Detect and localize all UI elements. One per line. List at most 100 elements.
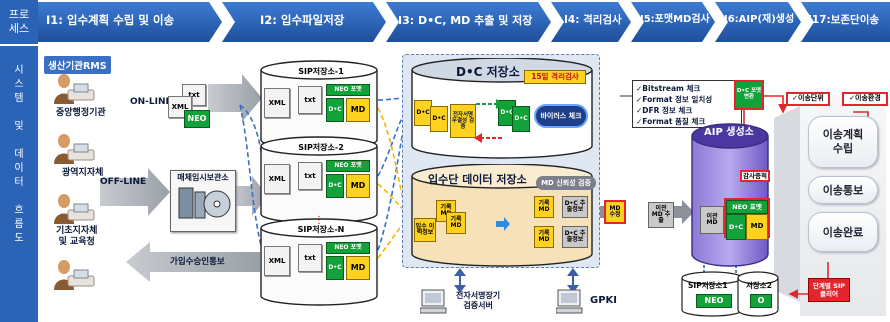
svg-text:⋮: ⋮ — [314, 215, 324, 226]
aip-to-transfer-arrow — [774, 106, 800, 302]
md-record-4: 기록 MD — [534, 226, 554, 248]
sidebar-char: 도 — [14, 233, 24, 244]
sip1-dc: D•C — [326, 98, 344, 122]
format-convert-text: D•C 포맷변환 — [736, 88, 762, 100]
md-record-3: 기록 MD — [534, 196, 554, 218]
person-icon — [50, 72, 96, 104]
step-5-chevron — [631, 2, 715, 42]
md-store-title: 입수단 데이터 저장소 — [428, 173, 527, 186]
gpki-label: GPKI — [590, 295, 618, 306]
md-extract-arrow — [672, 200, 694, 224]
media-temp-box: 매체임시보관소 — [170, 170, 236, 232]
sipn-dc: D•C — [326, 256, 344, 280]
md-trust-badge: MD 신뢰성 검증 — [536, 176, 596, 190]
sip-store-1-title: SIP저장소-1 — [298, 67, 344, 76]
sip1-xml: XML — [264, 88, 290, 118]
transfer-md-extract: 이관 MD 추출 — [648, 202, 674, 228]
process-label-text: 프로 세스 — [8, 8, 30, 35]
sidebar-char: 름 — [14, 219, 24, 230]
sign-server-label: 전자서명장기 검증서버 — [456, 291, 501, 310]
return-label: 가입수승인통보 — [170, 257, 225, 267]
person-icon — [50, 192, 96, 224]
dc-store-title: D•C 저장소 — [456, 65, 520, 79]
sip2-md: MD — [346, 174, 370, 198]
sipn-txt: txt — [298, 244, 322, 272]
step-5-label: I5:포맷MD검사 — [640, 14, 710, 25]
aip-bottom-o: O — [750, 294, 772, 308]
person-icon — [50, 258, 96, 290]
sip-store-n-title: SIP저장소-N — [297, 225, 345, 234]
producer-local: 기초지자체 및 교육청 — [56, 226, 98, 247]
aip-neo-group: NEO 포맷 D•C MD — [724, 198, 770, 240]
signature-check: 전자서명 무결성 검증 — [450, 104, 476, 138]
producer-regional: 광역지자체 — [62, 168, 104, 178]
check-format-quality: ✓Format 품질 체크 — [636, 117, 706, 126]
media-icon — [178, 187, 231, 219]
check-bitstream: ✓Bitstream 체크 — [636, 84, 701, 93]
transfer-done-text: 이송완료 — [822, 226, 864, 239]
step-2-label: I2: 입수파일저장 — [260, 13, 345, 27]
step-3-chevron — [386, 2, 551, 42]
dc-inner-arrows — [474, 99, 504, 143]
step-4-label: I4: 격리검사 — [564, 14, 622, 26]
offline-label: OFF-LINE — [100, 177, 147, 187]
aip-cylinder — [691, 123, 769, 267]
sidebar-char: 및 — [14, 121, 24, 132]
virus-check: 바이러스 체크 — [534, 104, 588, 128]
producer-rms-title: 생산기관RMS — [44, 56, 111, 74]
sidebar-char: 템 — [14, 93, 24, 104]
md-record-2: 기록 MD — [446, 212, 466, 234]
sip2-neo: NEO 포맷 — [326, 160, 370, 172]
sipn-xml: XML — [264, 246, 290, 276]
transfer-notice-step: 이송통보 — [808, 176, 878, 204]
gpki-server-icon — [555, 288, 586, 314]
sipn-neo: NEO 포맷 — [326, 242, 370, 254]
return-arrow — [126, 242, 260, 282]
online-label: ON-LINE — [130, 97, 172, 107]
quarantine-badge: 15일 격리검사 — [524, 70, 586, 84]
transfer-plan-step: 이송계획 수립 — [808, 116, 878, 168]
step-7-chevron — [801, 2, 890, 42]
aip-md: MD — [746, 214, 768, 240]
signature-check-text: 전자서명 무결성 검증 — [451, 111, 475, 131]
aip-bottom-neo: NEO — [696, 294, 732, 308]
dc-doc-2: D•C — [430, 106, 448, 132]
sip1-txt: txt — [298, 86, 322, 114]
step-6-chevron — [715, 2, 801, 42]
sign-server-icon — [419, 288, 450, 314]
online-doc-neo: NEO — [184, 110, 210, 128]
media-temp-box-title: 매체임시보관소 — [177, 173, 229, 182]
check-format-consistency: ✓Format 정보 일치성 — [636, 95, 713, 104]
virus-check-text: 바이러스 체크 — [540, 111, 582, 120]
transfer-unit-tag: ✓이송단위 — [786, 92, 830, 106]
aip-transfer-md: 이관 MD — [700, 206, 724, 234]
md-trust-badge-text: MD 신뢰성 검증 — [541, 178, 591, 187]
sidebar-char: 이 — [14, 163, 24, 174]
transfer-env-tag: ✓이송환경 — [842, 92, 888, 106]
step-1-chevron — [38, 2, 222, 42]
step-2-chevron — [222, 2, 386, 42]
step-1-label: I1: 입수계획 수립 및 이송 — [46, 13, 175, 27]
format-checks-box: ✓Bitstream 체크 ✓Format 정보 일치성 ✓DFR 정보 체크 … — [632, 80, 742, 128]
format-convert-tag: D•C 포맷변환 — [734, 80, 764, 110]
sipn-md: MD — [346, 256, 370, 280]
aip-bottom-left-title: SIP저장소1 — [688, 281, 728, 290]
transfer-plan-text: 이송계획 수립 — [822, 128, 864, 155]
step-7-label: I17:보존단이송 — [808, 14, 880, 26]
step-6-label: I6:AIP(재)생성 — [724, 14, 795, 25]
sip-clear-text: 단계별 SIP 클리어 — [812, 282, 846, 298]
person-icon — [50, 132, 96, 164]
aip-dc: D•C — [726, 214, 747, 240]
sip1-md: MD — [346, 98, 370, 122]
process-label: 프로 세스 — [0, 0, 38, 44]
sip2-dc: D•C — [326, 174, 344, 198]
online-arrow — [208, 74, 262, 122]
sip2-txt: txt — [298, 162, 322, 190]
offline-arrow-2 — [232, 176, 268, 216]
aip-title: AIP 생성소 — [704, 127, 754, 138]
md-intake-history: 입수 이력정보 — [414, 218, 436, 242]
process-step-bar — [38, 2, 890, 42]
producer-rms-title-text: 생산기관RMS — [48, 61, 107, 72]
aip-neo-format: NEO 포맷 — [726, 200, 768, 214]
sidebar-char: 스 — [14, 79, 24, 90]
